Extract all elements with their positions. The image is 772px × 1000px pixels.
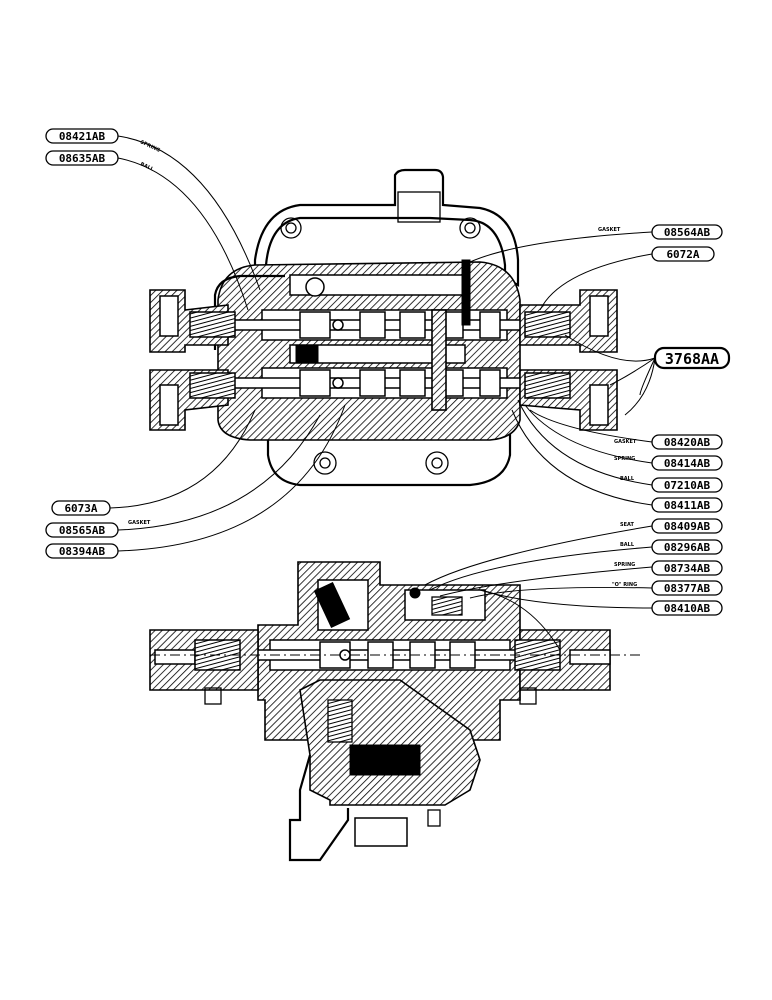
part-note: BALL bbox=[620, 542, 635, 548]
callout-p08409AB: 08409AB SEAT bbox=[620, 518, 723, 534]
part-label: 08377AB bbox=[664, 582, 711, 595]
part-note: SPRING bbox=[614, 562, 635, 568]
callout-p08564AB: 08564AB GASKET bbox=[598, 224, 723, 240]
callout-p6072A: 6072A bbox=[651, 246, 715, 262]
callout-p08565AB: 08565AB GASKET bbox=[45, 520, 151, 538]
cover-bolt-hole bbox=[313, 451, 337, 475]
part-note: SEAT bbox=[620, 522, 634, 528]
cover-bolt-hole bbox=[431, 457, 443, 469]
seat-spring bbox=[431, 596, 463, 616]
part-note: SPRING bbox=[614, 456, 635, 462]
housing-plug bbox=[354, 817, 408, 847]
center-chamber bbox=[289, 344, 466, 364]
part-note: "O" RING bbox=[612, 582, 637, 588]
callout-p08377AB: 08377AB "O" RING bbox=[612, 580, 723, 596]
part-label: 08409AB bbox=[664, 520, 711, 533]
housing-outline bbox=[288, 754, 350, 862]
relief-rod bbox=[461, 259, 471, 326]
callout-p08421AB: 08421AB SPRING bbox=[45, 128, 161, 154]
pivot-lever bbox=[313, 581, 351, 629]
top-boss bbox=[397, 191, 441, 223]
part-label: 08414AB bbox=[664, 457, 711, 470]
part-label: 07210AB bbox=[664, 479, 711, 492]
callout-p08394AB: 08394AB bbox=[45, 543, 119, 559]
callout-p08411AB: 08411AB bbox=[651, 497, 723, 513]
callout-p08410AB: 08410AB bbox=[651, 600, 723, 616]
part-label: 08420AB bbox=[664, 436, 711, 449]
cover-plate-outline bbox=[253, 168, 520, 288]
lower-valve-assembly bbox=[149, 561, 640, 862]
part-label: 08734AB bbox=[664, 562, 711, 575]
part-note: BALL bbox=[620, 476, 635, 482]
side-bolt bbox=[427, 809, 441, 827]
callout-p6073A: 6073A bbox=[51, 500, 111, 516]
part-label: 3768AA bbox=[665, 350, 719, 368]
callout-p08414AB: 08414AB SPRING bbox=[614, 455, 723, 471]
upper-valve-assembly bbox=[149, 168, 618, 487]
part-label: 08411AB bbox=[664, 499, 711, 512]
lower-left-fitting bbox=[149, 629, 259, 705]
cover-bolt-hole bbox=[425, 451, 449, 475]
part-note: SPRING bbox=[139, 139, 161, 153]
housing-spring bbox=[327, 699, 353, 743]
part-note: GASKET bbox=[598, 227, 621, 233]
part-label: 08296AB bbox=[664, 541, 711, 554]
part-note: GASKET bbox=[614, 439, 637, 445]
center-block bbox=[295, 344, 319, 364]
part-note: GASKET bbox=[128, 520, 151, 526]
part-label: 6073A bbox=[64, 502, 97, 515]
callout-p08296AB: 08296AB BALL bbox=[620, 539, 723, 555]
left-lower-fitting bbox=[149, 369, 236, 431]
callout-p08635AB: 08635AB BALL bbox=[45, 150, 155, 173]
part-note: BALL bbox=[139, 161, 155, 173]
seat-ball bbox=[409, 587, 421, 599]
bypass-tube bbox=[213, 274, 285, 350]
cover-bolt-hole bbox=[280, 217, 302, 239]
part-label: 08410AB bbox=[664, 602, 711, 615]
callout-p07210AB: 07210AB BALL bbox=[620, 476, 723, 493]
callout-p08734AB: 08734AB SPRING bbox=[614, 560, 723, 576]
cover-bolt-hole bbox=[464, 222, 476, 234]
right-upper-fitting bbox=[519, 289, 618, 353]
part-label: 08565AB bbox=[59, 524, 106, 537]
right-lower-fitting bbox=[519, 369, 618, 431]
check-ball bbox=[305, 277, 325, 297]
left-upper-fitting bbox=[149, 289, 236, 353]
leader-lines bbox=[109, 135, 656, 651]
cover-bolt-hole bbox=[285, 222, 297, 234]
cover-bolt-hole bbox=[319, 457, 331, 469]
part-label: 08394AB bbox=[59, 545, 106, 558]
part-label: 6072A bbox=[666, 248, 699, 261]
center-shaft bbox=[431, 309, 447, 411]
part-label: 08635AB bbox=[59, 152, 106, 165]
cover-bolt-hole bbox=[459, 217, 481, 239]
part-label: 08564AB bbox=[664, 226, 711, 239]
lower-cover-outline bbox=[266, 420, 512, 487]
part-label: 08421AB bbox=[59, 130, 106, 143]
lower-spool bbox=[229, 369, 531, 397]
callout-p3768AA: 3768AA bbox=[653, 346, 731, 370]
lower-cap bbox=[349, 744, 421, 776]
callout-p08420AB: 08420AB GASKET bbox=[614, 434, 723, 450]
lower-right-fitting bbox=[514, 629, 611, 705]
